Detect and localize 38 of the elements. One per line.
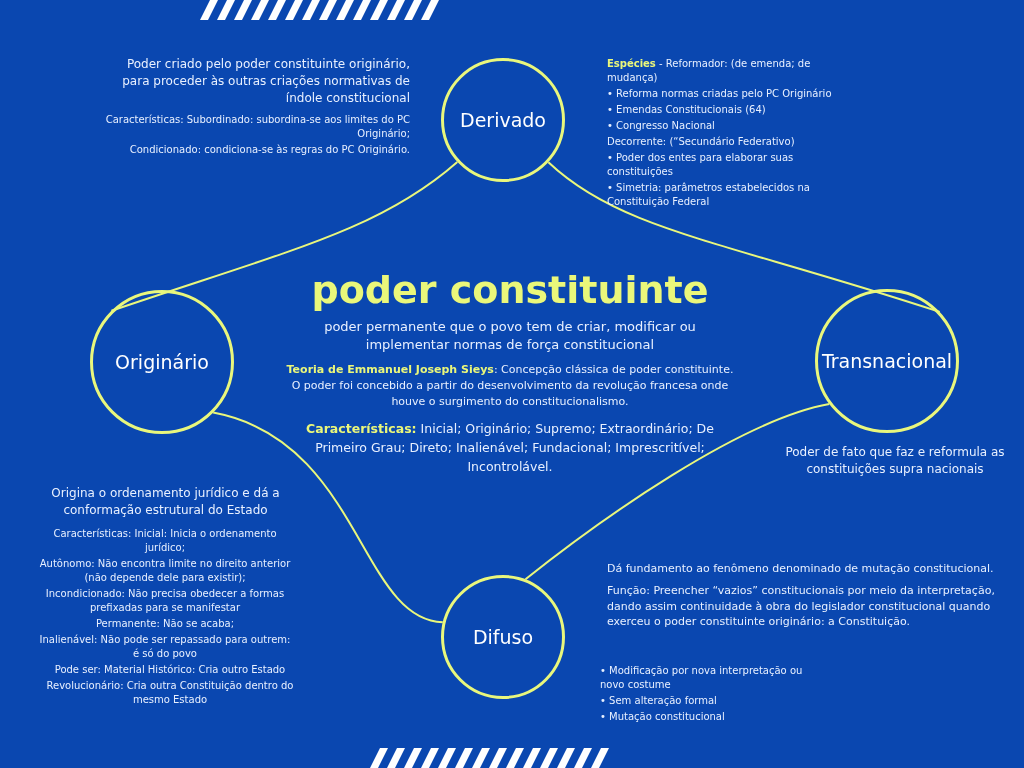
description-text: Características: Inicial; Originário; Supremo; Extraordinário; De Primeiro Grau; Direto; Inalienável; Fundacional; Imprescritível; Incontrolável. [305,420,715,476]
description-text: Poder de fato que faz e reformula as constituições supra nacionais [784,444,1006,478]
description-text: Poder criado pelo poder constituinte originário, para proceder às outras criações normativas de índole constitucional [121,56,410,107]
description-text: Incondicionado: Não precisa obedecer a formas prefixadas para se manifestar [44,587,286,615]
bullet-item: • Mutação constitucional [600,710,726,724]
description-text: Condicionado: condiciona-se às regras do PC Originário. [128,143,410,158]
description-text: Inalienável: Não pode ser repassado para outrem: é só do povo [38,633,292,661]
description-text: Espécies - Reformador: (de emenda; de mudança) [607,57,812,85]
circle-node [441,58,565,182]
circle-node [441,575,565,699]
curved-connector [212,411,444,624]
description-text: Características: Inicial: Inicia o ordenamento jurídico; [52,527,278,555]
description-text: Dá fundamento ao fenômeno denominado de mutação constitucional. [607,561,995,577]
description-text: Função: Preencher “vazios” constitucionais por meio da interpretação, dando assim continuidade à obra do legislador constitucional quando exerceu o poder constituinte originário: a Constituição. [607,583,996,630]
circle-node [90,290,234,434]
node-label: Difuso [472,626,534,648]
description-text: Decorrente: (“Secundário Federativo) [607,135,796,149]
description-text: Teoria de Emmanuel Joseph Sieys: Concepção clássica de poder constituinte. O poder foi concebido a partir do desenvolvimento da revolução francesa onde houve o surgimento do constitucionalismo. [285,362,735,411]
node-label: Transnacional [821,350,953,372]
description-text: Revolucionário: Cria outra Constituição dentro do mesmo Estado [45,679,295,707]
description-text: Permanente: Não se acaba; [94,617,236,631]
node-label: Originário [115,351,209,373]
bullet-item: • Congresso Nacional [607,119,716,133]
node-label: Derivado [460,109,546,131]
description-text: poder permanente que o povo tem de criar, modificar ou implementar normas de força constitucional [323,318,697,355]
bullet-item: • Reforma normas criadas pelo PC Originário [607,87,833,101]
bullet-item: • Simetria: parâmetros estabelecidos na Constituição Federal [607,181,811,209]
curved-connector [524,403,831,581]
bullet-item: • Poder dos entes para elaborar suas constituições [607,151,795,179]
title-text: poder constituinte [311,268,709,312]
description-text: Origina o ordenamento jurídico e dá a conformação estrutural do Estado [50,485,281,519]
bullet-item: • Emendas Constitucionais (64) [607,103,767,117]
bullet-item: • Modificação por nova interpretação ou novo costume [600,664,804,692]
description-text: Características: Subordinado: subordina-se aos limites do PC Originário; [104,113,410,142]
description-text: Autônomo: Não encontra limite no direito anterior (não depende dele para existir); [38,557,292,585]
bullet-item: • Sem alteração formal [600,694,718,708]
circle-node [815,289,959,433]
description-text: Pode ser: Material Histórico: Cria outro Estado [53,663,287,677]
